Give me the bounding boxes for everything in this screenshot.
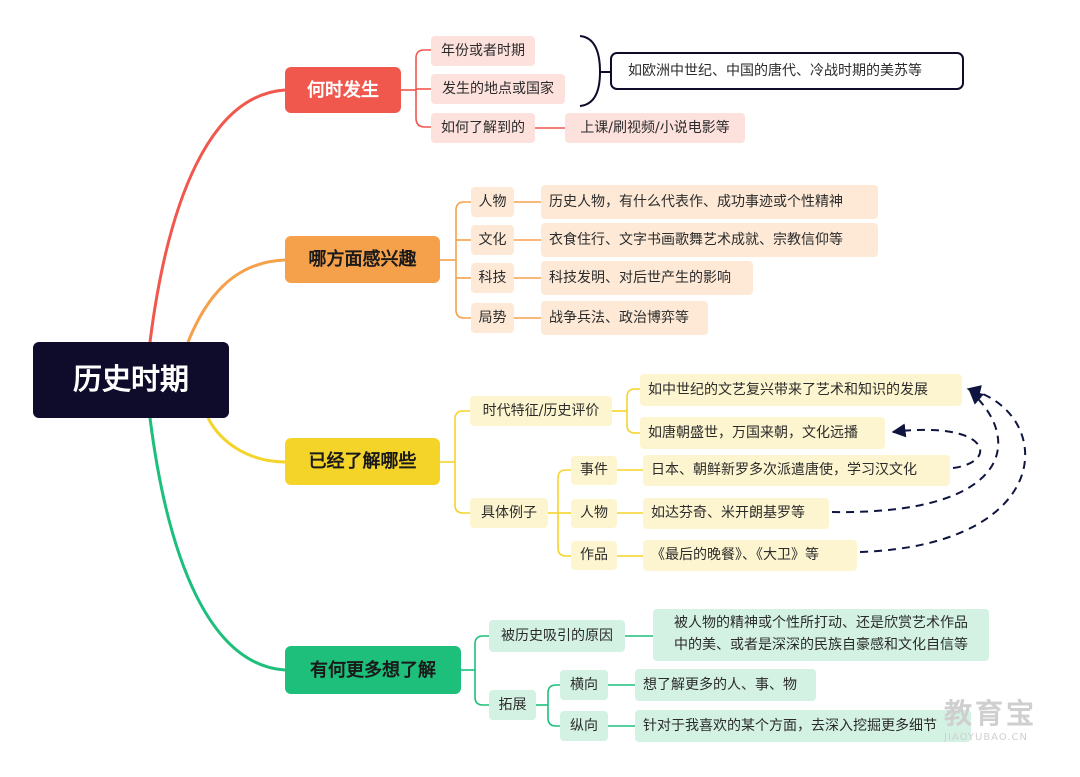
connector-root-to-branch1: [148, 88, 286, 343]
branch3-era-item-tang[interactable]: 如唐朝盛世，万国来朝，文化远播: [640, 417, 885, 449]
branch2-item-tech[interactable]: 科技: [471, 263, 514, 293]
root-topic[interactable]: 历史时期: [33, 342, 229, 418]
branch2-item-culture[interactable]: 文化: [471, 225, 514, 255]
connector-root-to-branch3: [206, 417, 286, 464]
branch3-examples-label[interactable]: 具体例子: [470, 498, 548, 528]
branch1-connectors: [401, 49, 565, 129]
branch2-detail-people[interactable]: 历史人物，有什么代表作、成功事迹或个性精神: [541, 185, 878, 219]
branch3-example-event[interactable]: 事件: [571, 456, 617, 485]
branch4-expand-vertical[interactable]: 纵向: [560, 711, 608, 741]
branch4-expand-horizontal-detail[interactable]: 想了解更多的人、事、物: [635, 669, 816, 701]
branch4-reason-label[interactable]: 被历史吸引的原因: [489, 620, 625, 652]
branch1-item-year[interactable]: 年份或者时期: [431, 36, 535, 66]
branch3-example-people-detail[interactable]: 如达芬奇、米开朗基罗等: [643, 498, 829, 529]
bracket: [579, 35, 610, 107]
branch4-title[interactable]: 有何更多想了解: [285, 646, 461, 694]
branch2-detail-situation[interactable]: 战争兵法、政治博弈等: [541, 301, 708, 335]
branch2-detail-culture[interactable]: 衣食住行、文字书画歌舞艺术成就、宗教信仰等: [541, 223, 878, 257]
branch2-item-people[interactable]: 人物: [471, 187, 514, 217]
branch3-era-item-medieval[interactable]: 如中世纪的文艺复兴带来了艺术和知识的发展: [640, 374, 962, 406]
branch4-reason-line1: 被人物的精神或个性所打动、还是欣赏艺术作品: [674, 615, 968, 632]
branch3-example-people[interactable]: 人物: [571, 499, 617, 528]
branch4-expand-vertical-detail[interactable]: 针对于我喜欢的某个方面，去深入挖掘更多细节: [635, 710, 971, 742]
connector-root-to-branch2: [186, 258, 286, 343]
dashed-arrows: [831, 385, 1026, 553]
branch3-connectors: [440, 388, 643, 557]
branch3-title[interactable]: 已经了解哪些: [285, 438, 440, 485]
branch4-reason-line2: 中的美、或者是深深的民族自豪感和文化自信等: [674, 637, 968, 653]
branch4-connectors: [461, 635, 653, 727]
branch1-detail[interactable]: 上课/刷视频/小说电影等: [565, 113, 745, 143]
branch4-reason-detail[interactable]: 被人物的精神或个性所打动、还是欣赏艺术作品 中的美、或者是深深的民族自豪感和文化…: [653, 609, 989, 661]
branch2-item-situation[interactable]: 局势: [471, 303, 514, 333]
branch3-example-event-detail[interactable]: 日本、朝鲜新罗多次派遣唐使，学习汉文化: [643, 455, 950, 486]
branch4-expand-horizontal[interactable]: 横向: [560, 670, 608, 700]
branch1-item-how[interactable]: 如何了解到的: [431, 113, 535, 143]
branch1-title[interactable]: 何时发生: [285, 67, 401, 113]
connector-root-to-branch4: [148, 417, 286, 672]
branch1-note[interactable]: 如欧洲中世纪、中国的唐代、冷战时期的美苏等: [610, 52, 964, 90]
branch2-connectors: [440, 201, 541, 319]
branch4-expand-label[interactable]: 拓展: [489, 690, 536, 720]
branch3-example-works-detail[interactable]: 《最后的晚餐》、《大卫》等: [643, 540, 857, 571]
branch1-item-place[interactable]: 发生的地点或国家: [431, 74, 565, 104]
branch2-detail-tech[interactable]: 科技发明、对后世产生的影响: [541, 261, 753, 295]
branch3-example-works[interactable]: 作品: [571, 541, 617, 570]
branch3-era-label[interactable]: 时代特征/历史评价: [470, 396, 612, 426]
branch2-title[interactable]: 哪方面感兴趣: [285, 236, 440, 283]
